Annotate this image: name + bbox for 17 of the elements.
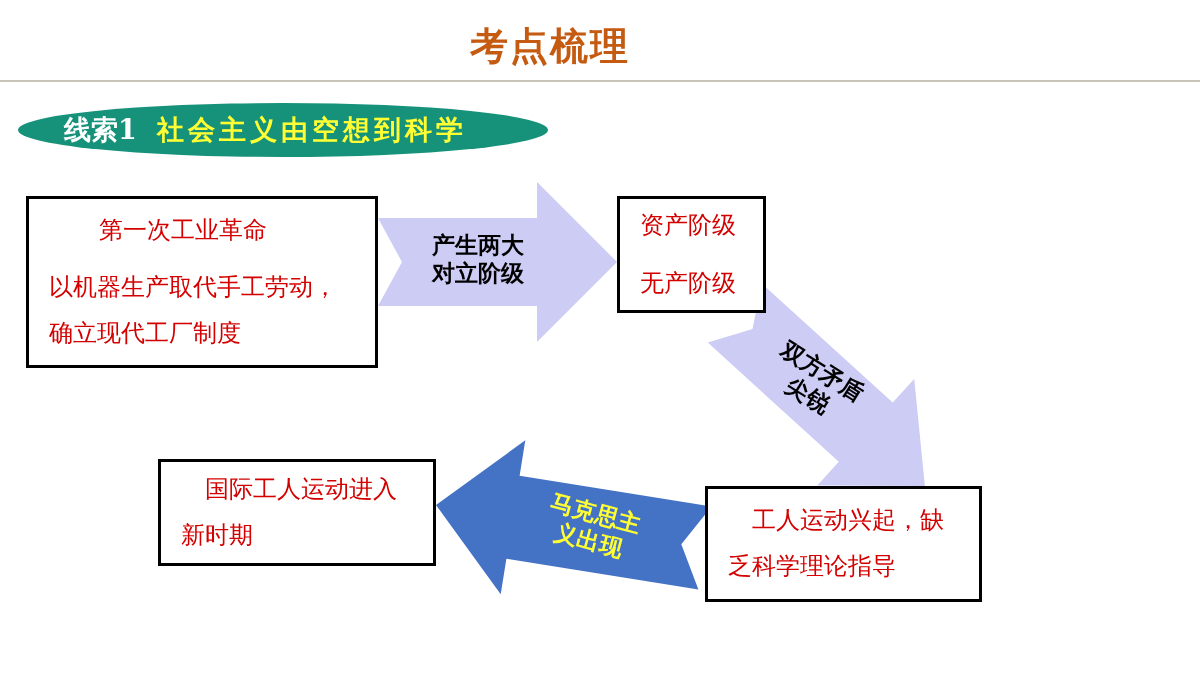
banner-heading: 社会主义由空想到科学 — [156, 112, 467, 147]
box-text: 资产阶级 — [640, 209, 737, 241]
box-text: 第一次工业革命 — [98, 214, 268, 246]
text-box — [617, 196, 766, 313]
edge-label: 马克思主义出现 — [547, 487, 645, 564]
banner-label: 线索1 — [64, 112, 137, 147]
text-box — [158, 459, 436, 566]
title: 考点梳理 — [470, 23, 630, 70]
box-text: 工人运动兴起，缺乏科学理论指导 — [728, 505, 945, 582]
box-text: 以机器生产取代手工劳动，确立现代工厂制度 — [49, 272, 338, 349]
box-text: 无产阶级 — [640, 267, 737, 299]
text-box — [26, 196, 378, 368]
edge-label: 双方矛盾尖锐 — [775, 334, 870, 420]
edge-label: 产生两大对立阶级 — [430, 232, 526, 288]
block-arrow — [378, 182, 617, 342]
box-text: 国际工人运动进入新时期 — [181, 473, 398, 551]
text-box — [705, 486, 982, 602]
